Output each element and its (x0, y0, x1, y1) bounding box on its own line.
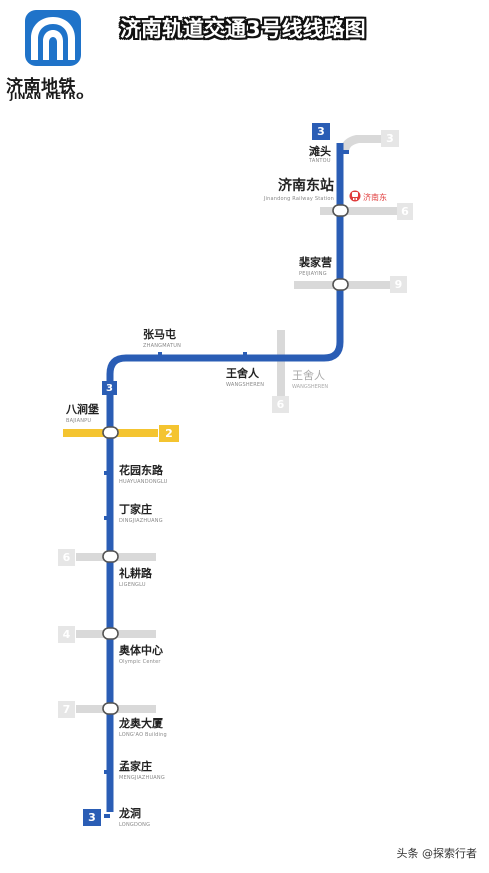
ghost-station-name-en: WANGSHEREN (292, 384, 329, 390)
station-name: 张马屯 (143, 328, 176, 341)
other-badge-wangsheren-box (272, 396, 289, 413)
other-badge-longao-box (58, 701, 75, 718)
station-name-en: MENGJIAZHUANG (119, 775, 165, 781)
station-name-en: LIGENGLU (119, 582, 146, 588)
station-name: 礼耕路 (119, 567, 152, 580)
tick-longdong (104, 814, 110, 818)
other-line-jinan-east (320, 207, 397, 215)
jinan-metro-logo-icon (25, 10, 81, 66)
line3-badge-mid: 3 (106, 383, 113, 394)
railway-transfer-icon (349, 190, 361, 202)
interchange-bajianpu (102, 426, 119, 439)
station-ticks (104, 150, 349, 818)
station-name: 济南东站 (278, 178, 334, 194)
line3-badge-top: 3 (317, 125, 325, 138)
other-badge-top-box (381, 130, 399, 147)
other-line-top (340, 135, 381, 152)
other-badge-peijiaying: 9 (394, 278, 403, 291)
station-name-en: Jinandong Railway Station (263, 196, 334, 202)
station-name: 滩头 (309, 145, 331, 158)
station-aotizhongxin: 奥体中心 Olympic Center (119, 644, 163, 666)
station-longaodasha: 龙奥大厦 LONG'AO Building (119, 717, 167, 739)
other-line-wangsheren (277, 330, 285, 396)
other-badge-lijenglu: 6 (62, 551, 71, 564)
station-name: 裴家营 (299, 256, 332, 269)
station-name: 龙洞 (119, 807, 141, 820)
other-badge-top: 3 (386, 132, 394, 145)
station-name: 花园东路 (119, 464, 163, 477)
other-badge-peijiaying-box (390, 276, 407, 293)
line3-badge-mid-box (102, 381, 117, 395)
logo-english-text: JINAN METRO (10, 92, 85, 102)
interchange-aoti (102, 627, 119, 640)
ghost-station-wangsheren: 王舍人 WANGSHEREN (292, 367, 328, 390)
line2-badge-box (159, 425, 179, 442)
tick-dingjiazhuang (104, 516, 110, 520)
interchange-jinan-east (332, 204, 349, 217)
station-huayuandonglu: 花园东路 HUAYUANDONGLU (119, 464, 168, 486)
station-zhangmatun: 张马屯 ZHANGMATUN (143, 328, 182, 350)
other-badge-wangsheren: 6 (276, 398, 285, 411)
station-mengjiazhuang: 孟家庄 MENGJIAZHUANG (119, 760, 165, 782)
station-tantou: 滩头 TANTOU (309, 145, 331, 165)
tick-wangsheren (243, 352, 247, 358)
station-name-en: DINGJIAZHUANG (119, 518, 163, 524)
tick-huayuandonglu (104, 471, 110, 475)
interchange-lijenglu (102, 550, 119, 563)
line2-badge: 2 (165, 427, 173, 440)
ghost-station-name: 王舍人 (292, 369, 325, 382)
station-name-en: Olympic Center (119, 659, 161, 665)
interchange-peijiaying (332, 278, 349, 291)
other-badge-jinan-east: 6 (401, 205, 409, 218)
station-jinan-east: 济南东站 Jinandong Railway Station (256, 178, 334, 202)
station-name-en: WANGSHEREN (226, 382, 265, 388)
station-name-en: LONGDONG (119, 822, 151, 828)
station-name-en: ZHANGMATUN (143, 343, 182, 349)
rail-transfer-label: 济南东 (363, 193, 387, 202)
station-dingjiazhuang: 丁家庄 DINGJIAZHUANG (119, 503, 163, 525)
station-bajianpu: 八涧堡 BAJIANPU (66, 403, 99, 425)
station-lijenglu: 礼耕路 LIGENGLU (119, 567, 152, 589)
station-peijiaying: 裴家营 PEIJIAYING (299, 256, 332, 278)
line3-badge-bottom: 3 (88, 811, 96, 824)
station-name-en: BAJIANPU (66, 418, 92, 424)
station-name: 八涧堡 (66, 403, 99, 416)
other-badge-jinan-east-box (397, 203, 413, 220)
map-title: 济南轨道交通3号线线路图 (120, 17, 366, 41)
line3-badge-top-box (312, 123, 330, 140)
other-badge-aoti-box (58, 626, 75, 643)
line3-track (106, 143, 344, 812)
station-name: 孟家庄 (119, 760, 152, 773)
station-name-en: PEIJIAYING (299, 271, 327, 277)
station-name-en: LONG'AO Building (119, 732, 167, 738)
other-badge-lijenglu-box (58, 549, 75, 566)
tick-tantou (343, 150, 349, 154)
station-name-en: HUAYUANDONGLU (119, 479, 168, 485)
tick-zhangmatun (158, 352, 162, 358)
other-badge-aoti: 4 (62, 628, 71, 641)
station-name: 王舍人 (226, 367, 259, 380)
logo-chinese-text: 济南地铁 (6, 77, 76, 97)
station-wangsheren: 王舍人 WANGSHEREN (226, 367, 265, 389)
station-name: 龙奥大厦 (119, 717, 163, 730)
station-name: 奥体中心 (119, 644, 163, 657)
station-name: 丁家庄 (119, 503, 152, 516)
interchange-longao (102, 702, 119, 715)
station-name-en: TANTOU (309, 158, 331, 164)
tick-mengjiazhuang (104, 770, 110, 774)
other-badge-longao: 7 (62, 703, 71, 716)
station-longdong: 龙洞 LONGDONG (119, 807, 151, 829)
line3-badge-bottom-box (83, 809, 101, 826)
footer-credit: 头条 @探索行者 (396, 847, 478, 860)
